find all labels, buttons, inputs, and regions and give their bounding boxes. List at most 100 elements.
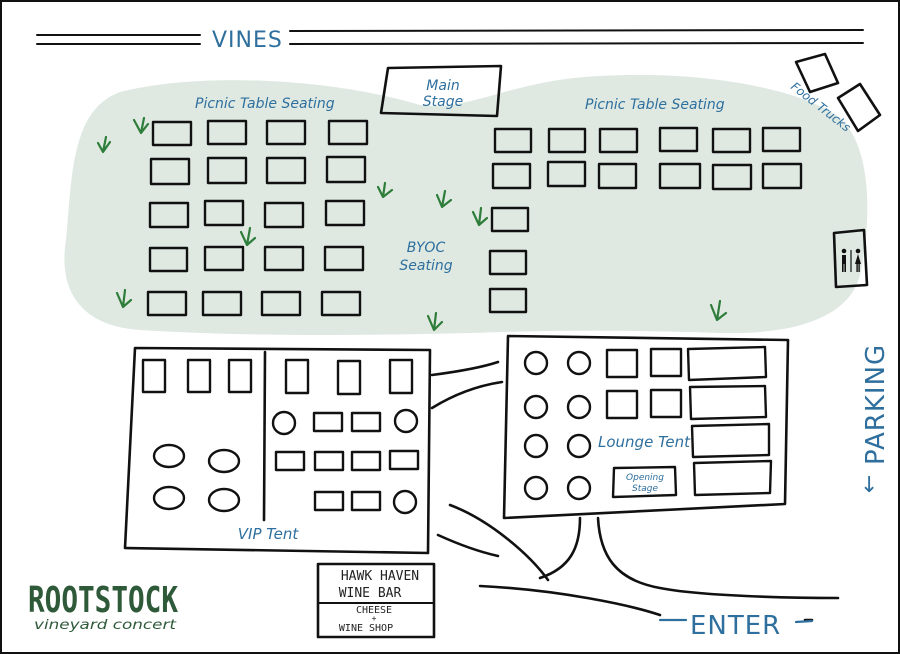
- vip-table: [141, 358, 167, 394]
- picnic-table: [265, 156, 307, 185]
- parking-label: PARKING: [861, 344, 891, 465]
- lounge-round-table: [566, 394, 592, 420]
- picnic-table: [323, 245, 365, 272]
- picnic-table: [658, 162, 702, 190]
- restroom-icon: [841, 248, 861, 272]
- picnic-table: [203, 245, 245, 272]
- lounge-table: [605, 348, 639, 379]
- picnic-table: [206, 119, 248, 146]
- vip-round-table: [152, 443, 186, 469]
- picnic-tables-right: [491, 126, 803, 191]
- picnic-table: [493, 127, 533, 154]
- vip-table: [186, 358, 212, 394]
- vip-table: [336, 359, 362, 396]
- picnic-table: [320, 290, 362, 317]
- vip-round-table: [152, 485, 186, 511]
- picnic-table: [761, 162, 803, 190]
- picnic-table: [206, 156, 248, 185]
- parking-arrow: ↓: [860, 473, 879, 498]
- vines-row: VINES: [36, 28, 864, 53]
- picnic-table: [658, 126, 699, 153]
- picnic-table: [260, 290, 302, 317]
- parking-sign: PARKING ↓: [860, 344, 891, 498]
- vip-table: [350, 450, 382, 472]
- vip-tent: VIP Tent: [123, 346, 432, 555]
- lounge-sofa: [692, 459, 773, 497]
- lounge-tent: Opening Stage Lounge Tent: [502, 334, 790, 520]
- logo-title: ROOTSTOCK: [28, 580, 178, 621]
- svg-text:Main: Main: [426, 78, 459, 94]
- lounge-round-table: [566, 350, 592, 376]
- cheese-shop-line3: WINE SHOP: [339, 623, 393, 634]
- vip-round-table: [271, 410, 297, 436]
- vip-table: [312, 411, 344, 433]
- lounge-round-table: [523, 433, 549, 459]
- picnic-table: [598, 127, 639, 154]
- svg-text:Stage: Stage: [632, 484, 658, 494]
- main-stage: Main Stage: [379, 64, 503, 118]
- vip-table: [313, 490, 345, 512]
- picnic-table: [547, 127, 587, 154]
- lounge-tent-label: Lounge Tent: [598, 433, 691, 451]
- lounge-sofa: [686, 345, 768, 382]
- vip-table: [350, 490, 382, 512]
- wine-bar-line2: WINE BAR: [339, 586, 402, 601]
- lounge-round-table: [523, 475, 549, 501]
- picnic-tables-left: [146, 119, 369, 317]
- vines-label: VINES: [212, 28, 283, 53]
- lounge-sofa: [688, 384, 768, 421]
- vip-table: [313, 450, 345, 472]
- picnic-table: [488, 249, 528, 276]
- picnic-table: [148, 201, 190, 229]
- picnic-left-label: Picnic Table Seating: [195, 96, 335, 112]
- vip-round-table: [392, 489, 418, 515]
- lounge-round-table: [523, 394, 549, 420]
- pathways: [430, 360, 840, 622]
- byoc-tables: [488, 206, 530, 314]
- vip-table: [350, 411, 382, 433]
- lounge-table: [649, 347, 683, 378]
- picnic-table: [151, 120, 193, 147]
- picnic-table: [263, 245, 305, 272]
- svg-text:Seating: Seating: [399, 258, 452, 274]
- vip-round-table: [207, 448, 241, 474]
- cheese-shop-line1: CHEESE: [356, 605, 392, 616]
- vip-table: [227, 358, 253, 394]
- lounge-round-table: [566, 475, 592, 501]
- picnic-table: [324, 199, 366, 227]
- picnic-table: [491, 162, 532, 190]
- vip-round-table: [393, 408, 419, 434]
- picnic-table: [201, 290, 243, 317]
- vip-round-table: [207, 487, 241, 513]
- vip-table: [388, 358, 414, 395]
- wine-bar-line1: HAWK HAVEN: [341, 569, 419, 584]
- entrance: ENTER: [658, 611, 814, 641]
- restroom: [832, 228, 869, 289]
- picnic-table: [546, 160, 587, 188]
- logo-subtitle: vineyard concert: [34, 618, 177, 633]
- picnic-table: [265, 119, 307, 146]
- picnic-table: [325, 155, 367, 184]
- cheese-shop-line2: +: [372, 614, 377, 623]
- lounge-table: [605, 389, 639, 420]
- vip-table: [388, 449, 420, 471]
- svg-text:Opening: Opening: [626, 473, 664, 483]
- svg-text:Stage: Stage: [423, 94, 463, 110]
- lounge-table: [649, 388, 683, 419]
- picnic-table: [711, 163, 753, 191]
- picnic-table: [263, 201, 305, 229]
- vip-tent-label: VIP Tent: [238, 525, 300, 543]
- lounge-sofa: [690, 422, 771, 459]
- picnic-table: [597, 162, 638, 190]
- picnic-right-label: Picnic Table Seating: [585, 97, 725, 113]
- vip-table: [274, 450, 306, 472]
- picnic-table: [203, 199, 245, 227]
- lounge-round-table: [523, 350, 549, 376]
- picnic-table: [711, 127, 752, 154]
- byoc-seating-label: BYOC Seating: [399, 240, 452, 274]
- picnic-table: [146, 290, 188, 317]
- picnic-table: [148, 246, 189, 273]
